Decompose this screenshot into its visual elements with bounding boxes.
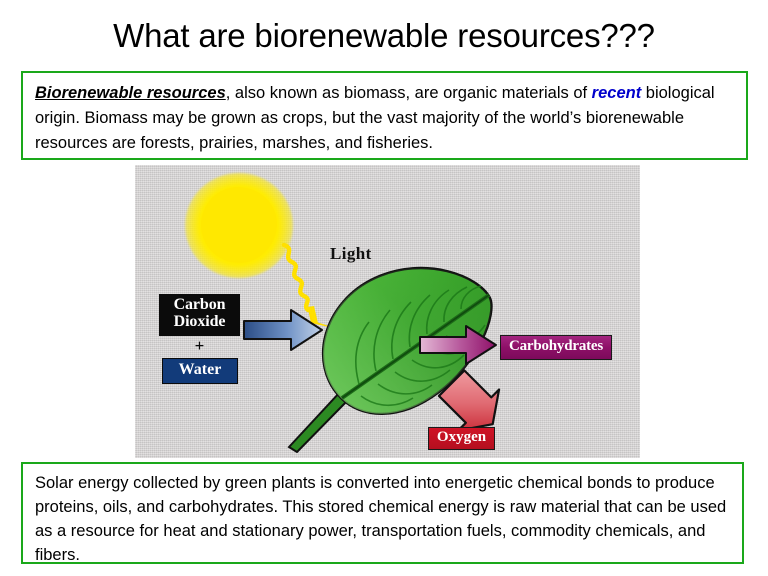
leaf-icon [287, 266, 493, 453]
summary-textbox: Solar energy collected by green plants i… [21, 462, 744, 564]
photosynthesis-diagram: Light [135, 165, 640, 458]
definition-term: Biorenewable resources [35, 84, 226, 102]
definition-segment-1: , also known as biomass, are organic mat… [225, 84, 592, 102]
definition-emphasis: recent [591, 84, 642, 102]
water-label: Water [162, 358, 238, 384]
light-ray-icon [281, 243, 340, 329]
page-title: What are biorenewable resources??? [113, 17, 655, 54]
carbon-dioxide-label: Carbon Dioxide [159, 294, 240, 336]
carbohydrates-output-arrow-icon [419, 325, 497, 365]
light-label: Light [330, 244, 372, 263]
oxygen-label: Oxygen [428, 427, 495, 450]
definition-textbox: Biorenewable resources, also known as bi… [21, 71, 748, 160]
carbohydrates-label: Carbohydrates [500, 335, 612, 360]
co2-input-arrow-icon [243, 309, 323, 351]
plus-symbol: + [194, 336, 205, 355]
definition-segment-2: biological origin. Biomass may be grown … [35, 84, 715, 152]
sun-core [201, 187, 277, 263]
sun-icon [185, 173, 293, 278]
